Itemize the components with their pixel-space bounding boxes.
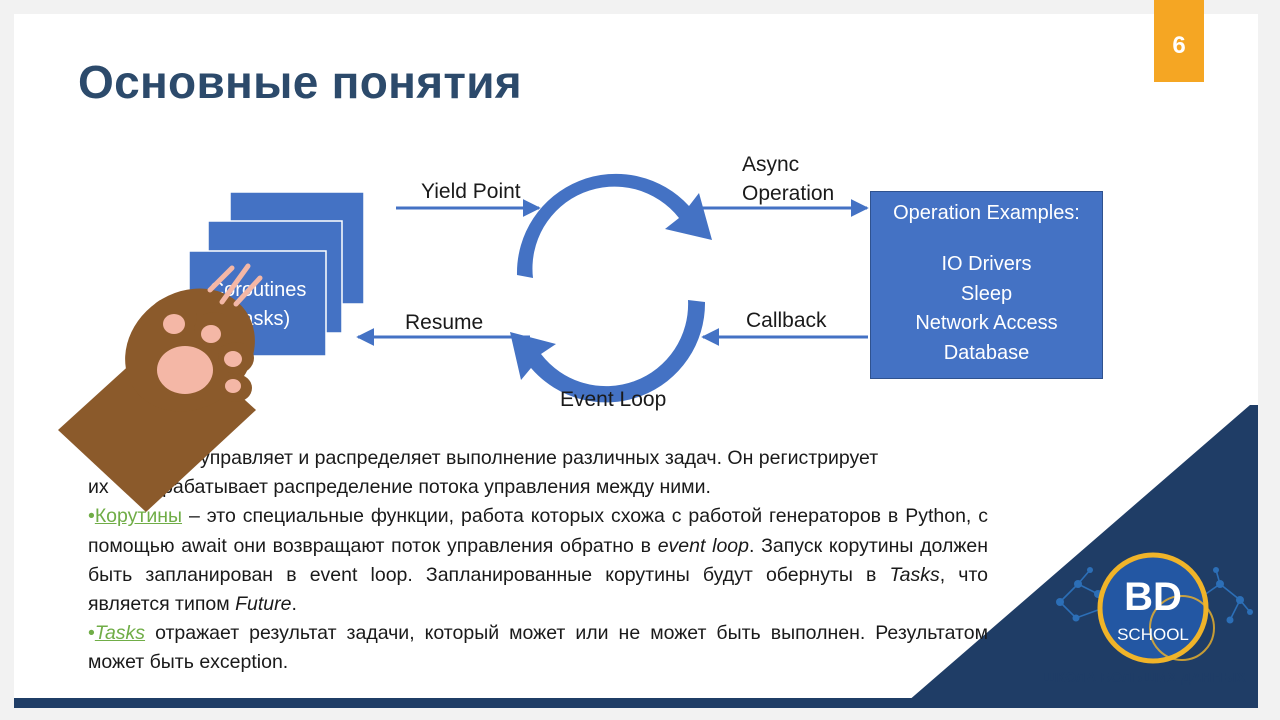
p2-em-tasks: Tasks (889, 563, 940, 586)
body-text: oop управляет и распределяет выполнение … (88, 444, 988, 678)
page-number-badge: 6 (1154, 0, 1204, 82)
operation-item: Sleep (960, 282, 1013, 305)
coroutines-line1: Coroutines (209, 279, 307, 301)
event-loop-link[interactable]: oop (162, 447, 195, 469)
p1-line1-text: управляет и распределяет выполнение разл… (194, 447, 879, 469)
paragraph-tasks: •Tasks отражает результат задачи, которы… (88, 619, 988, 677)
event-loop-label: Event Loop (560, 388, 667, 411)
operation-item: Database (943, 341, 1030, 364)
logo-school-text: SCHOOL (1117, 625, 1189, 644)
p2-em-future: Future (235, 593, 292, 616)
operation-item: Network Access (915, 312, 1058, 334)
operation-examples-list: IO Drivers Sleep Network Access Database (871, 250, 1102, 368)
p1-line2-rest: обрабатывает распределение потока управл… (140, 476, 711, 499)
p3-text-a: отражает результат задачи, который может… (88, 622, 988, 674)
async-operation-line1: Async (742, 153, 800, 176)
bottom-strip (14, 698, 1258, 708)
yield-point-label: Yield Point (421, 180, 521, 203)
logo-caption: ШКОЛА БОЛЬШИХ ДАННЫХ (1042, 669, 1247, 685)
bullet: • (88, 622, 95, 645)
p1-line2-start: их (88, 476, 115, 499)
page-title: Основные понятия (78, 56, 522, 108)
paragraph-coroutines: •Корутины – это специальные функции, раб… (88, 502, 988, 619)
paragraph-event-loop: oop управляет и распределяет выполнение … (88, 444, 988, 502)
p2-text-a: – это специальные функции, работа которы… (88, 505, 988, 557)
coroutines-line2: (Tasks) (225, 308, 291, 330)
p2-em-event-loop: event loop (657, 534, 749, 557)
p2-text-b: . Запуск корутины должен быть запланиров… (88, 534, 988, 586)
async-operation-label: Async Operation (742, 150, 834, 208)
operation-examples-heading: Operation Examples: (893, 202, 1080, 224)
operation-examples-box: Operation Examples: IO Drivers Sleep Net… (870, 191, 1103, 379)
resume-label: Resume (405, 311, 484, 334)
logo-bd-text: BD (1124, 575, 1182, 619)
bd-school-logo: BD SCHOOL (1056, 552, 1253, 664)
bullet: • (88, 505, 95, 528)
coroutines-link[interactable]: Корутины (94, 505, 183, 528)
callback-label: Callback (746, 309, 827, 332)
p2-text-c: , что является типом (88, 563, 988, 616)
p2-text-d: . (291, 593, 297, 616)
event-loop-cycle-icon (510, 173, 712, 403)
async-operation-line2: Operation (742, 182, 835, 205)
operation-item: IO Drivers (941, 253, 1032, 275)
coroutines-label: Coroutines (Tasks) (190, 276, 326, 334)
page-number: 6 (1172, 32, 1186, 59)
tasks-link[interactable]: Tasks (94, 622, 146, 645)
